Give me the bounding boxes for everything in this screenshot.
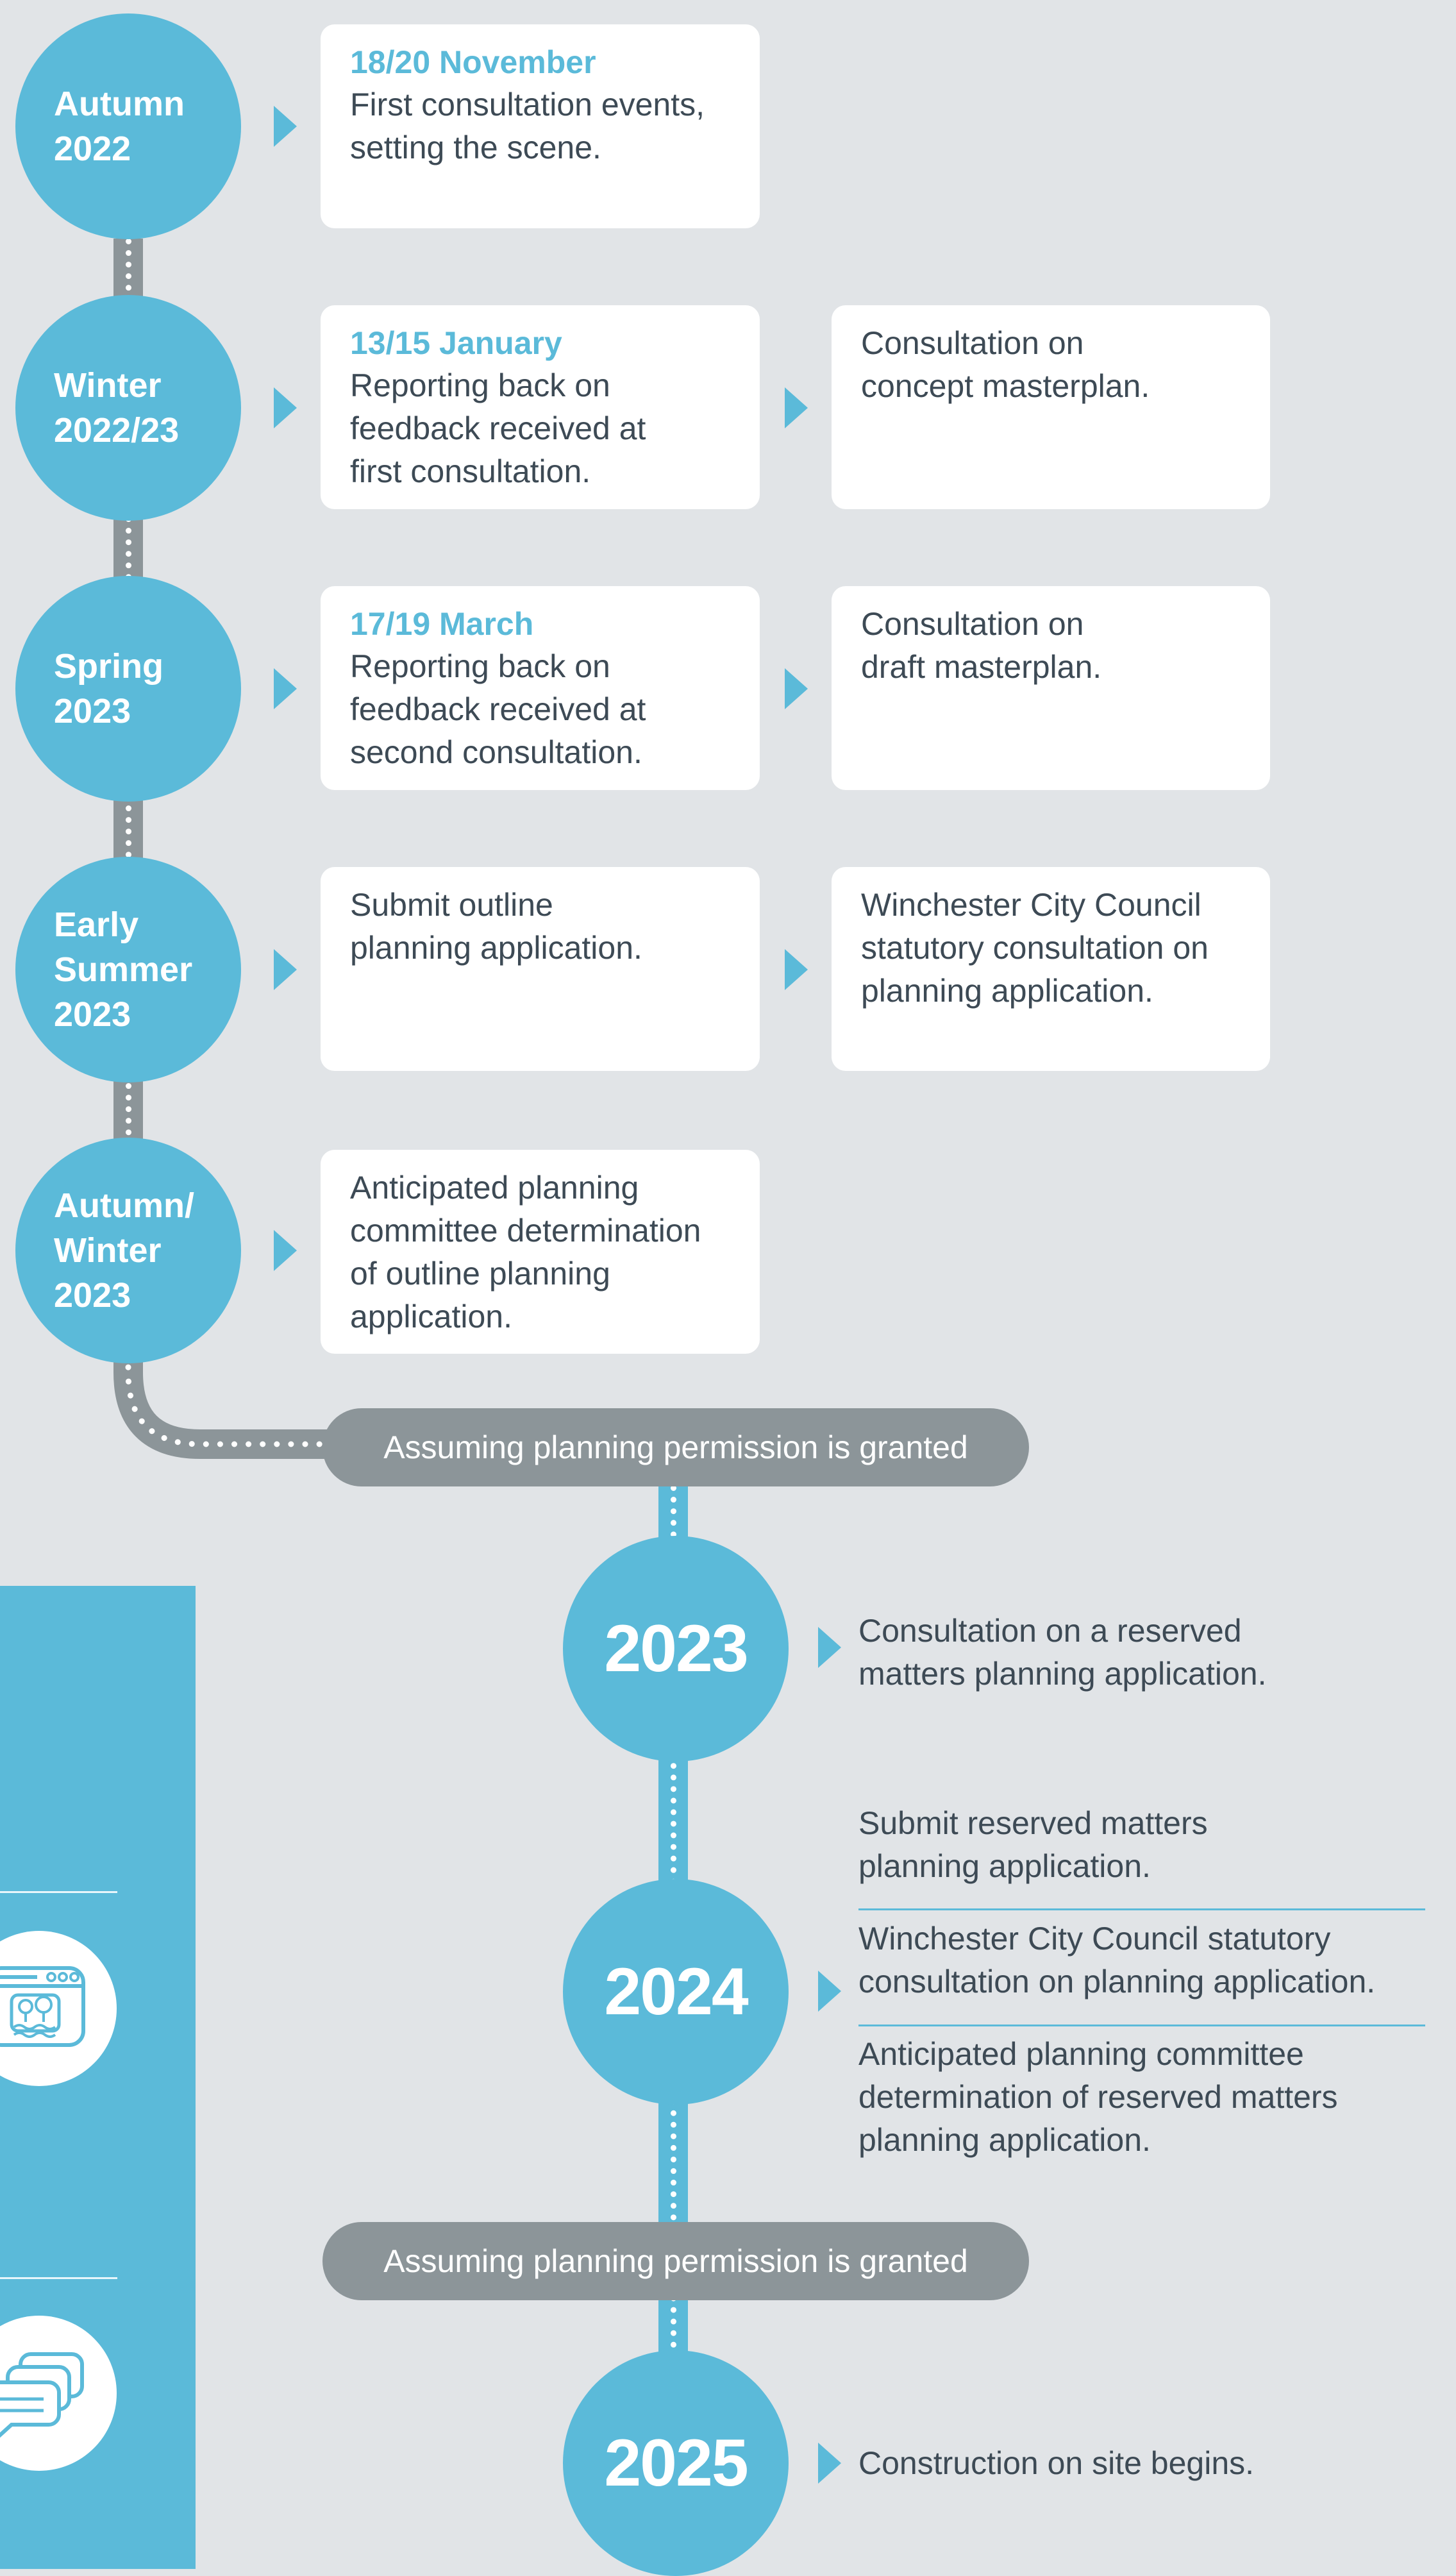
timeline-card: Consultation on concept masterplan. bbox=[832, 305, 1270, 509]
milestone-divider bbox=[858, 2025, 1425, 2026]
timeline-circle: Winter 2022/23 bbox=[15, 295, 241, 521]
event-text: Reporting back on feedback received at f… bbox=[350, 367, 646, 489]
timeline-curve bbox=[113, 1353, 344, 1459]
assumption-banner: Assuming planning permission is granted bbox=[322, 1408, 1029, 1486]
arrow-icon bbox=[818, 1971, 841, 2012]
period-label: Autumn/ Winter 2023 bbox=[54, 1186, 194, 1315]
arrow-icon bbox=[785, 949, 808, 990]
milestone-divider bbox=[858, 1908, 1425, 1910]
milestone-text: Construction on site begins. bbox=[858, 2445, 1255, 2481]
timeline-card: 13/15 January Reporting back on feedback… bbox=[321, 305, 760, 509]
arrow-icon bbox=[818, 2443, 841, 2484]
side-divider bbox=[0, 2277, 117, 2279]
event-date: 18/20 November bbox=[350, 44, 596, 80]
timeline-circle: Autumn 2022 bbox=[15, 13, 241, 239]
timeline-circle: Early Summer 2023 bbox=[15, 857, 241, 1082]
event-text: Consultation on draft masterplan. bbox=[861, 606, 1102, 685]
arrow-icon bbox=[274, 949, 297, 990]
arrow-icon bbox=[274, 668, 297, 709]
arrow-icon bbox=[818, 1627, 841, 1668]
timeline-circle: Spring 2023 bbox=[15, 576, 241, 802]
arrow-icon bbox=[785, 387, 808, 428]
event-text: Winchester City Council statutory consul… bbox=[861, 887, 1209, 1009]
timeline-card: Consultation on draft masterplan. bbox=[832, 586, 1270, 790]
year-circle: 2024 bbox=[563, 1879, 789, 2105]
event-date: 13/15 January bbox=[350, 325, 562, 361]
timeline-card: 18/20 November First consultation events… bbox=[321, 24, 760, 228]
timeline-circle: Autumn/ Winter 2023 bbox=[15, 1138, 241, 1363]
milestone-text: Submit reserved matters planning applica… bbox=[858, 1805, 1208, 1884]
arrow-icon bbox=[274, 106, 297, 147]
period-label: Winter 2022/23 bbox=[54, 366, 180, 450]
year-circle: 2023 bbox=[563, 1536, 789, 1762]
timeline-card: Anticipated planning committee determina… bbox=[321, 1150, 760, 1354]
year-circle: 2025 bbox=[563, 2350, 789, 2576]
side-panel bbox=[0, 1586, 196, 2569]
assumption-banner: Assuming planning permission is granted bbox=[322, 2222, 1029, 2300]
event-text: Anticipated planning committee determina… bbox=[350, 1170, 701, 1334]
timeline-card: 17/19 March Reporting back on feedback r… bbox=[321, 586, 760, 790]
arrow-icon bbox=[274, 387, 297, 428]
side-divider bbox=[0, 1891, 117, 1893]
milestone-text: Anticipated planning committee determina… bbox=[858, 2036, 1338, 2158]
event-date: 17/19 March bbox=[350, 606, 534, 642]
arrow-icon bbox=[785, 668, 808, 709]
website-park-icon bbox=[0, 1931, 117, 2086]
timeline-card: Winchester City Council statutory consul… bbox=[832, 867, 1270, 1071]
event-text: First consultation events, setting the s… bbox=[350, 87, 705, 165]
milestone-text: Winchester City Council statutory consul… bbox=[858, 1921, 1376, 1999]
chat-bubbles-icon bbox=[0, 2316, 117, 2471]
event-text: Submit outline planning application. bbox=[350, 887, 642, 966]
event-text: Reporting back on feedback received at s… bbox=[350, 648, 646, 770]
period-label: Spring 2023 bbox=[54, 647, 163, 730]
event-text: Consultation on concept masterplan. bbox=[861, 325, 1150, 404]
arrow-icon bbox=[274, 1230, 297, 1271]
timeline-card: Submit outline planning application. bbox=[321, 867, 760, 1071]
timeline-dots bbox=[126, 239, 131, 1367]
period-label: Autumn 2022 bbox=[54, 85, 185, 168]
period-label: Early Summer 2023 bbox=[54, 905, 193, 1034]
assumption-text: Assuming planning permission is granted bbox=[383, 2243, 968, 2279]
assumption-text: Assuming planning permission is granted bbox=[383, 1429, 968, 1465]
milestone-text: Consultation on a reserved matters plann… bbox=[858, 1613, 1267, 1692]
